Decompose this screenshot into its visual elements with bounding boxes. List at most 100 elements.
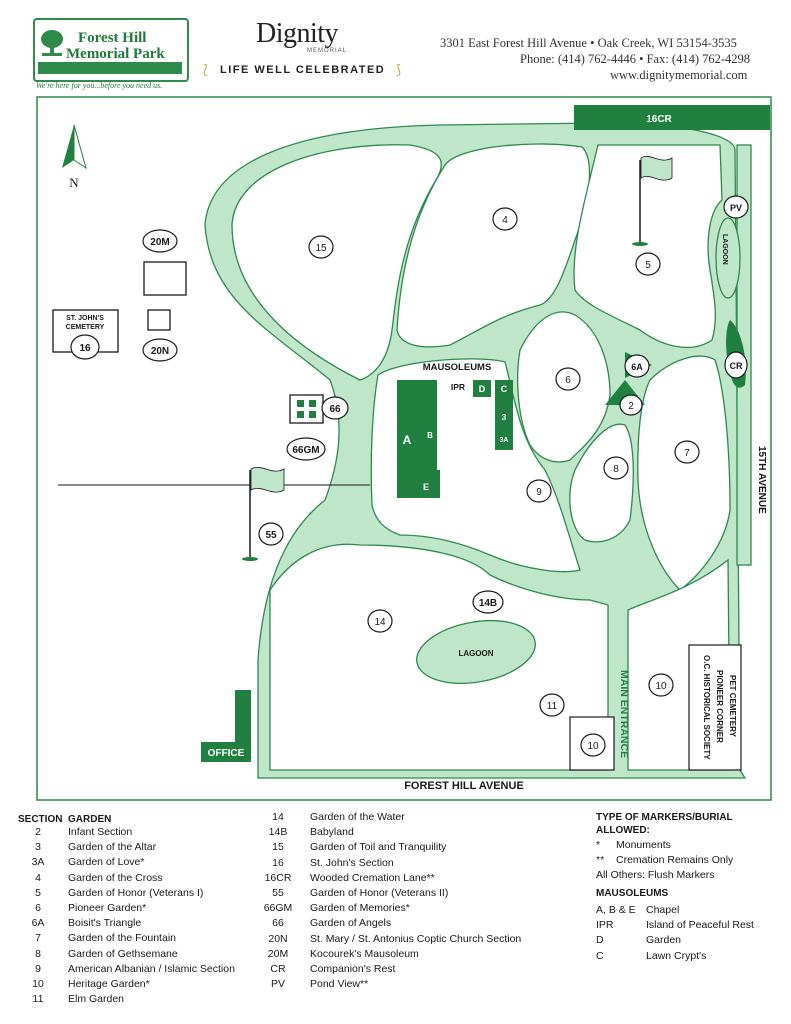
- legend-name: Garden of the Altar: [68, 841, 157, 854]
- legend-code: 14B: [268, 826, 288, 839]
- section-7-circle[interactable]: [674, 440, 700, 464]
- legend-name: Garden of Gethsemane: [68, 947, 178, 960]
- garden-of-angels-markers: [297, 400, 316, 418]
- legend-name: Babyland: [310, 826, 354, 839]
- marker-code: *: [596, 839, 601, 851]
- legend-code: 10: [32, 977, 44, 990]
- section-cr-circle[interactable]: [724, 351, 748, 379]
- section-66gm-circle[interactable]: [286, 437, 326, 461]
- section-11-label: 11: [547, 701, 558, 712]
- section-14b-circle[interactable]: [472, 590, 504, 614]
- section-6-circle[interactable]: [555, 367, 581, 391]
- mausoleum-row: D Garden: [596, 933, 786, 948]
- legend-code: 6: [35, 901, 41, 914]
- legend-name: American Albanian / Islamic Section: [68, 962, 235, 975]
- section-15-circle[interactable]: [308, 235, 334, 259]
- legend-head-section: SECTION: [18, 814, 63, 825]
- parcel-8: [569, 423, 634, 543]
- section-66-label: 66: [329, 404, 341, 415]
- office-label: OFFICE: [208, 748, 245, 759]
- section-9-circle[interactable]: [526, 479, 552, 503]
- legend-row: 5 Garden of Honor (Veterans I): [18, 886, 248, 901]
- section-2-circle[interactable]: [619, 394, 643, 416]
- section-66-circle[interactable]: [321, 396, 349, 420]
- lagoon-south: [416, 620, 536, 684]
- legend-name: Garden of Toil and Tranquility: [310, 841, 447, 854]
- section-pv-circle[interactable]: [723, 195, 749, 219]
- section-20m-circle[interactable]: [142, 229, 178, 253]
- section-14-label: 14: [374, 617, 386, 628]
- section-14b-label: 14B: [479, 598, 497, 609]
- marker-name: Cremation Remains Only: [616, 854, 734, 867]
- markers-list: *Monuments **Cremation Remains Only All …: [596, 838, 786, 884]
- legend-code: 5: [35, 886, 41, 899]
- section-20n-circle[interactable]: [142, 338, 178, 362]
- mausoleum-3a-label: 3A: [500, 437, 509, 444]
- brand-sub: MEMORIAL: [307, 48, 348, 54]
- section-16-label: 16: [79, 343, 91, 354]
- brand-name: Dignity: [256, 18, 339, 49]
- section-16cr-label: 16CR: [646, 114, 672, 125]
- section-10-circle-a[interactable]: [648, 673, 674, 697]
- legend-code: 16: [272, 856, 284, 869]
- section-14-circle[interactable]: [367, 609, 393, 633]
- mausoleum-a-label: A: [403, 433, 412, 447]
- markers-heading-1: TYPE OF MARKERS/BURIAL: [596, 812, 733, 823]
- section-11-circle[interactable]: [539, 693, 565, 717]
- section-9-label: 9: [536, 487, 542, 498]
- legend-name: Pond View**: [310, 978, 369, 991]
- legend-name: Garden of Memories*: [310, 902, 410, 915]
- section-6a-circle[interactable]: [624, 354, 650, 378]
- legend-name: Infant Section: [68, 826, 133, 838]
- legend-code: PV: [270, 978, 285, 991]
- mausoleum-name: Garden: [646, 934, 682, 947]
- office-building: [201, 742, 251, 762]
- logo-title-line1: Forest Hill: [78, 30, 147, 46]
- section-55-circle[interactable]: [258, 522, 284, 546]
- legend-code: 66GM: [263, 902, 293, 915]
- legend-code: 20N: [268, 932, 288, 945]
- section-7-label: 7: [684, 448, 690, 459]
- flag-icon-section-5: [632, 156, 673, 246]
- section-10-label-b: 10: [587, 741, 599, 752]
- legend-name: Garden of Honor (Veterans I): [68, 886, 204, 899]
- mausoleum-name: Island of Peaceful Rest: [646, 919, 754, 932]
- legend-code: 2: [35, 826, 41, 838]
- section-20m-label: 20M: [150, 237, 169, 248]
- section-20n-plot: [147, 309, 171, 331]
- section-10-label-a: 10: [655, 681, 667, 692]
- section-4-circle[interactable]: [492, 207, 518, 231]
- section-5-circle[interactable]: [635, 252, 661, 276]
- section-16-circle[interactable]: [70, 334, 100, 360]
- mausoleum-code: D: [596, 934, 604, 947]
- logo-title-line2: Memorial Park: [66, 46, 165, 62]
- legend-code: 15: [272, 841, 284, 854]
- mausoleum-d-label: D: [479, 384, 486, 394]
- legend-row: 20N St. Mary / St. Antonius Coptic Church…: [258, 932, 588, 947]
- kocourek-mausoleum-outline: [143, 261, 187, 296]
- legend-code: 20M: [267, 947, 289, 960]
- section-15-label: 15: [315, 243, 327, 254]
- section-55-label: 55: [265, 530, 277, 541]
- section-8-circle[interactable]: [603, 456, 629, 480]
- pet-cemetery-box: [688, 644, 742, 771]
- logo-band: [38, 62, 182, 74]
- website-link[interactable]: www.dignitymemorial.com: [610, 68, 748, 82]
- ornament-left-icon: ⟅: [203, 62, 209, 77]
- mausoleum-3-label: 3: [502, 413, 507, 422]
- legend-name: St. Mary / St. Antonius Coptic Church Se…: [310, 932, 522, 945]
- parcel-4: [396, 143, 591, 348]
- section-10-circle-b[interactable]: [580, 733, 606, 757]
